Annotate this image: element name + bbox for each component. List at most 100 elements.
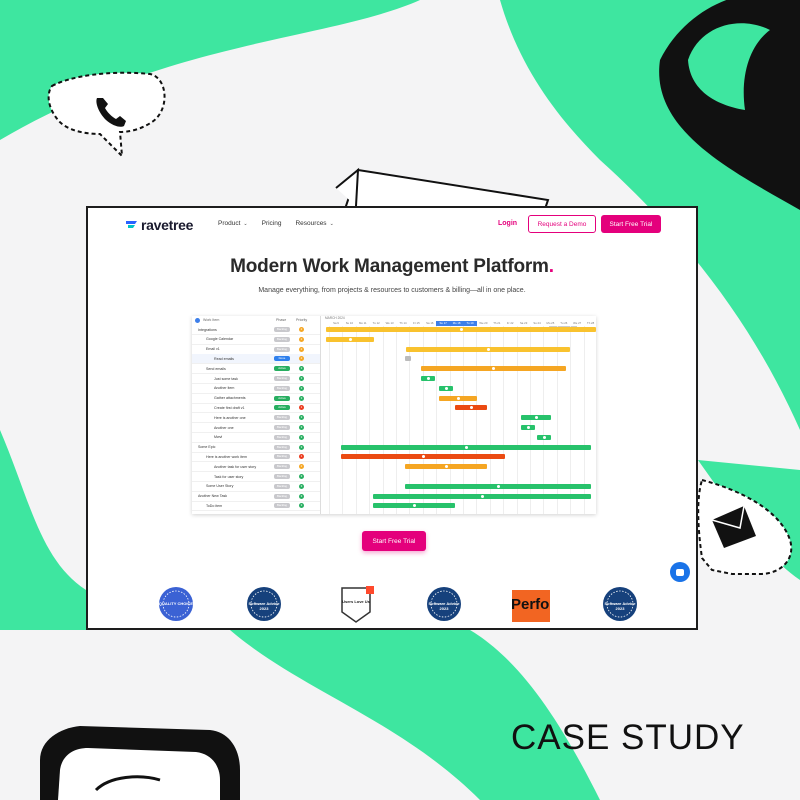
phase-badge[interactable]: Active: [274, 405, 290, 411]
phase-badge[interactable]: Backlog: [274, 493, 290, 499]
phase-badge[interactable]: Backlog: [274, 444, 290, 450]
gantt-bar[interactable]: [405, 483, 591, 489]
bar-handle[interactable]: [348, 337, 352, 341]
request-demo-button[interactable]: Request a Demo: [528, 215, 596, 233]
bar-handle[interactable]: [464, 445, 468, 449]
phase-badge[interactable]: Backlog: [274, 336, 290, 342]
gantt-bar[interactable]: [439, 385, 453, 391]
priority-badge[interactable]: 1: [299, 454, 304, 460]
gantt-add-icon[interactable]: [195, 317, 200, 323]
phase-badge[interactable]: Backlog: [274, 327, 290, 332]
phase-badge[interactable]: Backlog: [274, 376, 290, 381]
priority-badge[interactable]: 3: [299, 493, 304, 499]
start-free-trial-button-hero[interactable]: Start Free Trial: [362, 531, 426, 551]
priority-badge[interactable]: 1: [299, 405, 304, 411]
phase-badge[interactable]: Backlog: [274, 464, 290, 470]
phase-badge[interactable]: Backlog: [274, 385, 290, 391]
bar-handle[interactable]: [534, 416, 538, 420]
phase-badge[interactable]: Backlog: [274, 483, 290, 489]
gantt-bar[interactable]: [326, 327, 596, 332]
nav-product[interactable]: Product⌄: [218, 220, 248, 227]
gantt-bar[interactable]: [405, 356, 411, 362]
bar-handle[interactable]: [456, 396, 460, 400]
phase-badge[interactable]: Active: [274, 395, 290, 401]
column-phase[interactable]: Phase: [276, 318, 287, 322]
bar-handle[interactable]: [492, 367, 495, 371]
chat-widget-button[interactable]: [670, 562, 690, 582]
phase-badge[interactable]: Backlog: [274, 425, 290, 430]
priority-badge[interactable]: 3: [299, 366, 304, 372]
bar-handle[interactable]: [486, 347, 490, 351]
phase-badge[interactable]: Backlog: [274, 454, 290, 460]
bar-handle[interactable]: [496, 484, 500, 488]
gantt-bar[interactable]: [421, 366, 566, 372]
bar-handle[interactable]: [444, 386, 448, 390]
gantt-bar[interactable]: [405, 464, 487, 470]
phase-badge[interactable]: Backlog: [274, 434, 290, 440]
ravetree-logo[interactable]: ravetree: [126, 217, 193, 233]
priority-badge[interactable]: 2: [299, 327, 304, 332]
priority-badge[interactable]: 2: [299, 356, 304, 362]
gantt-bar[interactable]: [341, 444, 591, 450]
gantt-bar[interactable]: [521, 415, 551, 421]
bar-handle[interactable]: [459, 328, 463, 331]
priority-badge[interactable]: 2: [299, 346, 304, 352]
bar-handle[interactable]: [412, 504, 416, 508]
gantt-bar[interactable]: [439, 395, 477, 401]
priority-badge[interactable]: 3: [299, 434, 304, 440]
phase-badge[interactable]: Backlog: [274, 474, 290, 479]
priority-badge[interactable]: 3: [299, 483, 304, 489]
gantt-bar[interactable]: [341, 454, 505, 460]
phase-badge[interactable]: Backlog: [274, 346, 290, 352]
priority-badge[interactable]: 2: [299, 336, 304, 342]
gantt-bar[interactable]: [455, 405, 487, 411]
bar-handle[interactable]: [426, 377, 430, 380]
priority-badge[interactable]: 3: [299, 415, 304, 421]
priority-badge[interactable]: 3: [299, 503, 304, 509]
gantt-bar[interactable]: [406, 346, 570, 352]
gantt-bar[interactable]: [326, 336, 374, 342]
nav-pricing[interactable]: Pricing: [261, 220, 282, 227]
bar-handle[interactable]: [421, 455, 425, 459]
bar-handle[interactable]: [480, 494, 484, 498]
priority-badge[interactable]: 3: [299, 376, 304, 381]
priority-badge[interactable]: 3: [299, 425, 304, 430]
login-link[interactable]: Login: [498, 220, 518, 227]
bar-handle[interactable]: [469, 406, 473, 410]
column-priority[interactable]: Priority: [296, 318, 308, 322]
bar-handle[interactable]: [526, 426, 530, 429]
priority-badge[interactable]: 3: [299, 474, 304, 479]
priority-badge[interactable]: 3: [299, 395, 304, 401]
priority-badge[interactable]: 3: [299, 385, 304, 391]
priority-badge[interactable]: 3: [299, 444, 304, 450]
phase-badge[interactable]: Backlog: [274, 503, 290, 509]
gantt-bar[interactable]: [373, 503, 455, 509]
start-free-trial-button-nav[interactable]: Start Free Trial: [601, 215, 661, 233]
bar-handle[interactable]: [444, 465, 448, 469]
phase-badge[interactable]: Active: [274, 366, 290, 372]
gantt-bar[interactable]: [521, 425, 535, 430]
gantt-bar[interactable]: [373, 493, 591, 499]
gantt-bar[interactable]: [421, 376, 435, 381]
column-work-item[interactable]: Work Item: [203, 318, 220, 322]
phase-badge[interactable]: Backlog: [274, 415, 290, 421]
bar-handle[interactable]: [542, 435, 546, 439]
phase-badge[interactable]: Done: [274, 356, 290, 362]
